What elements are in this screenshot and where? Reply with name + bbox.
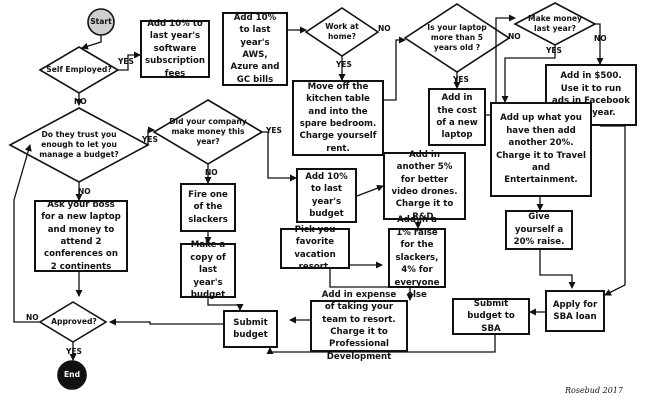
box-raise-slackers: Add in a 1% raise for the slackers, 4% f… — [388, 215, 446, 300]
decision-trust-budget-text: Do they trust you enough to let you mana… — [39, 130, 119, 159]
box-apply-sba: Apply for SBA loan — [545, 290, 605, 332]
connector — [329, 269, 414, 301]
connector — [501, 45, 556, 103]
box-spare-bedroom: Move off the kitchen table and into the … — [292, 80, 384, 156]
connector — [262, 131, 297, 182]
label-no: NO — [74, 97, 87, 106]
box-vacation-resort: Pick you favorite vacation resort. — [280, 225, 350, 272]
label-no: NO — [78, 187, 91, 196]
box-new-laptop: Add in the cost of a new laptop — [428, 88, 486, 146]
label-yes: YES — [266, 126, 282, 135]
label-yes: YES — [453, 75, 469, 84]
box-submit-sba: Submit budget to SBA — [452, 298, 530, 335]
label-no: NO — [508, 32, 521, 41]
label-no: NO — [26, 313, 39, 322]
connector — [384, 36, 406, 101]
start-label: Start — [90, 17, 112, 27]
box-video-drones: Add in another 5% for better video drone… — [383, 150, 466, 222]
decision-laptop-old-text: Is your laptop more than 5 years old ? — [427, 23, 487, 52]
label-yes: YES — [118, 57, 134, 66]
decision-company-money-text: Did your company make money this year? — [169, 117, 247, 146]
box-copy-budget: Make a copy of last year's budget — [180, 240, 236, 300]
box-ask-boss: Ask your boss for a new laptop and money… — [34, 200, 128, 272]
box-submit-budget: Submit budget — [223, 310, 278, 348]
box-resort-expense: Add in expense of taking your team to re… — [310, 290, 408, 362]
connector — [207, 298, 244, 311]
label-yes: YES — [66, 347, 82, 356]
end-node — [57, 360, 87, 390]
label-no: NO — [594, 34, 607, 43]
connector — [81, 35, 102, 50]
label-yes: YES — [336, 60, 352, 69]
decision-make-money-text: Make money last year? — [528, 14, 582, 33]
box-cloud-bills: Add 10% to last year's AWS, Azure and GC… — [222, 12, 288, 86]
connector — [147, 126, 155, 145]
connector — [595, 23, 604, 65]
connector — [266, 335, 496, 354]
decision-self-employed-text: Self Employed? — [46, 65, 112, 75]
label-no: NO — [378, 24, 391, 33]
box-add-20-percent: Add up what you have then add another 20… — [490, 102, 592, 197]
connector — [356, 184, 384, 197]
signature: Rosebud 2017 — [565, 386, 623, 395]
connector — [118, 51, 141, 71]
connector — [13, 144, 40, 323]
label-yes: YES — [546, 46, 562, 55]
box-add-10-percent: Add 10% to last year's budget — [296, 168, 357, 223]
connector — [600, 125, 626, 296]
box-raise-20: Give yourself a 20% raise. — [505, 210, 573, 250]
decision-approved-text: Approved? — [51, 317, 97, 327]
connector — [539, 250, 576, 289]
label-yes: YES — [142, 135, 158, 144]
box-software-fees: Add 10% to last year's software subscrip… — [140, 19, 210, 79]
decision-work-home-text: Work at home? — [325, 22, 359, 41]
box-fire-slacker: Fire one of the slackers — [180, 183, 236, 232]
end-label: End — [63, 370, 81, 380]
connector — [109, 318, 223, 326]
label-no: NO — [205, 168, 218, 177]
